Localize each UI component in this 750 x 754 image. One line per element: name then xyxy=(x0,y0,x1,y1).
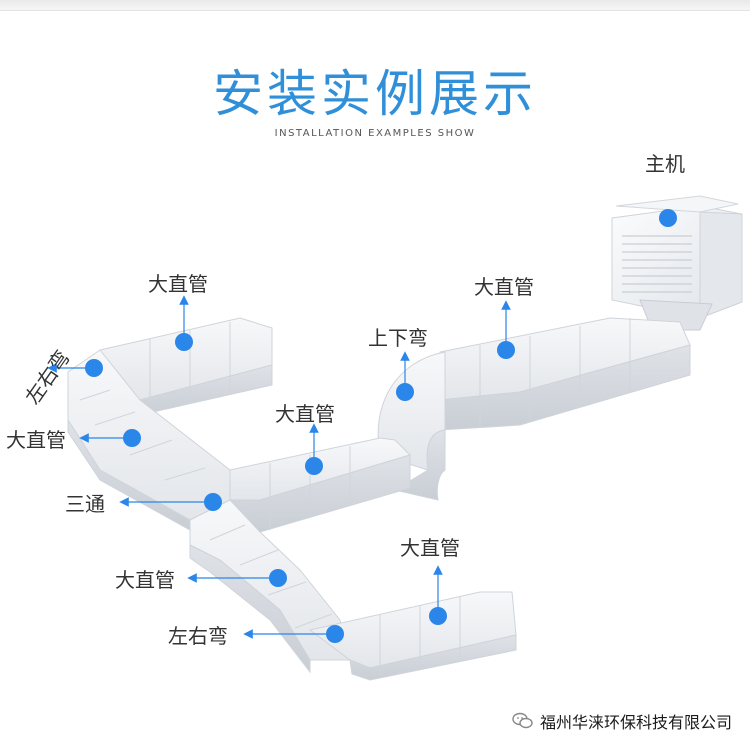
marker-big-straight-5 xyxy=(187,569,287,587)
marker-tee xyxy=(119,493,222,511)
marker-left-right-bend-2 xyxy=(243,625,344,643)
page-title: 安装实例展示 xyxy=(213,65,537,123)
marker-big-straight-3 xyxy=(79,429,141,447)
duct-bottom-right xyxy=(308,591,517,681)
label-big-straight-1: 大直管 xyxy=(148,272,208,296)
label-left-right-bend-2: 左右弯 xyxy=(168,624,228,648)
main-unit-cooler xyxy=(611,195,743,331)
label-host: 主机 xyxy=(645,152,685,176)
label-up-down-bend: 上下弯 xyxy=(368,326,428,350)
label-big-straight-5: 大直管 xyxy=(115,568,175,592)
duct-middle xyxy=(229,437,411,533)
wechat-icon xyxy=(512,712,533,729)
top-divider xyxy=(0,0,750,11)
company-name: 福州华涞环保科技有限公司 xyxy=(539,713,732,732)
label-big-straight-4: 大直管 xyxy=(275,402,335,426)
duct-right-upper xyxy=(439,317,691,431)
label-big-straight-6: 大直管 xyxy=(400,536,460,560)
company-watermark: 福州华涞环保科技有限公司 xyxy=(512,709,732,733)
page-subtitle: INSTALLATION EXAMPLES SHOW xyxy=(274,128,476,139)
marker-big-straight-4 xyxy=(305,423,323,475)
marker-host xyxy=(659,209,677,227)
marker-up-down-bend xyxy=(396,351,414,401)
label-big-straight-2: 大直管 xyxy=(474,275,534,299)
label-big-straight-3: 大直管 xyxy=(6,428,66,452)
marker-big-straight-6 xyxy=(429,565,447,625)
label-tee: 三通 xyxy=(65,492,105,516)
marker-left-right-bend-1 xyxy=(47,359,103,377)
marker-big-straight-2 xyxy=(497,300,515,359)
marker-big-straight-1 xyxy=(175,295,193,351)
